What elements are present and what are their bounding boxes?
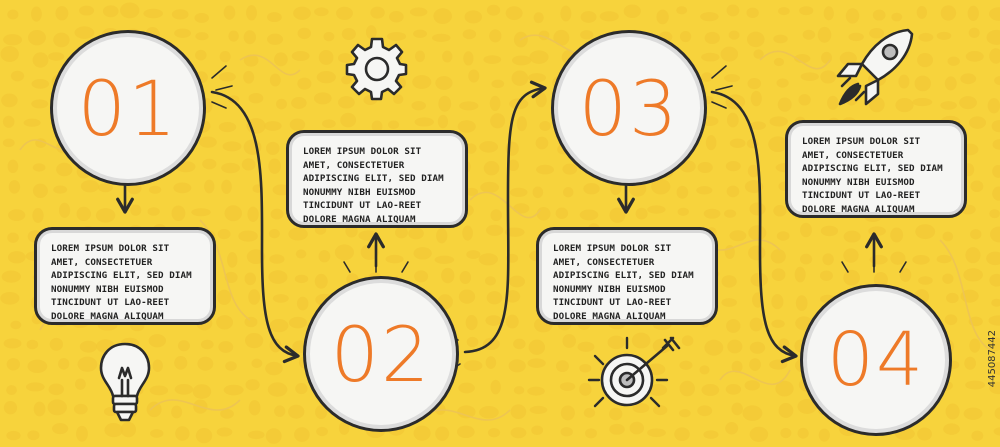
- gear-icon: [345, 37, 408, 101]
- rocket-icon: [836, 28, 914, 106]
- step-text-box-02: LOREM IPSUM DOLOR SIT AMET, CONSECTETUER…: [286, 130, 468, 228]
- step-text-01: LOREM IPSUM DOLOR SIT AMET, CONSECTETUER…: [51, 243, 192, 322]
- target-icon: [587, 336, 681, 408]
- step-text-03: LOREM IPSUM DOLOR SIT AMET, CONSECTETUER…: [553, 243, 694, 322]
- decorative-squiggle-arrows: [19, 34, 991, 421]
- step-text-box-04: LOREM IPSUM DOLOR SIT AMET, CONSECTETUER…: [785, 120, 967, 218]
- step-circle-04: 04: [800, 284, 952, 436]
- step-circle-01: 01: [50, 30, 206, 186]
- step-number-02: 02: [330, 309, 432, 399]
- step-number-01: 01: [77, 63, 179, 153]
- stock-id-watermark: 445087442: [987, 330, 998, 388]
- step-number-04: 04: [826, 317, 926, 403]
- step-circle-03: 03: [551, 30, 707, 186]
- step-text-box-01: LOREM IPSUM DOLOR SIT AMET, CONSECTETUER…: [34, 227, 216, 325]
- lightbulb-icon: [99, 342, 151, 422]
- step-number-03: 03: [578, 63, 680, 153]
- step-text-02: LOREM IPSUM DOLOR SIT AMET, CONSECTETUER…: [303, 146, 444, 225]
- step-text-04: LOREM IPSUM DOLOR SIT AMET, CONSECTETUER…: [802, 136, 943, 215]
- step-text-box-03: LOREM IPSUM DOLOR SIT AMET, CONSECTETUER…: [536, 227, 718, 325]
- step-circle-02: 02: [303, 276, 459, 432]
